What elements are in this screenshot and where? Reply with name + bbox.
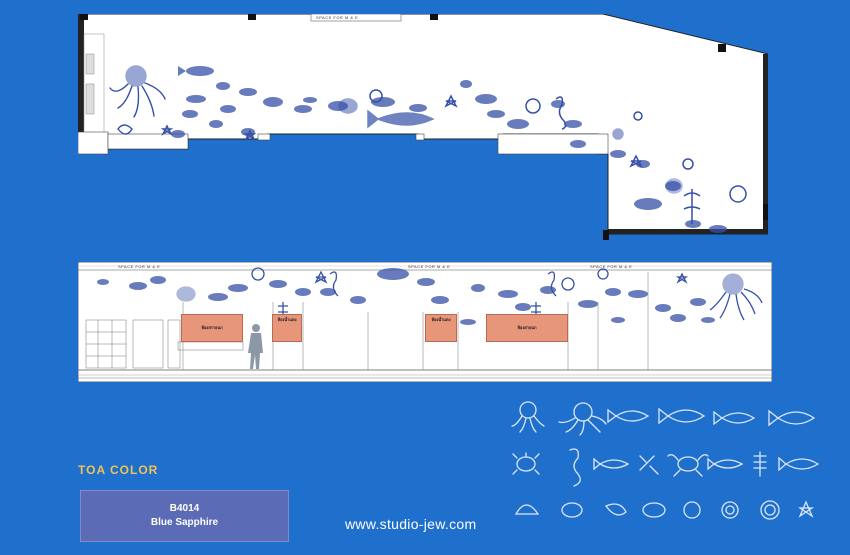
color-name: Blue Sapphire [150, 517, 219, 528]
color-swatch: B4014 Blue Sapphire [80, 490, 289, 542]
sea-creature-legend [508, 396, 828, 530]
palette-title: TOA COLOR [78, 463, 159, 477]
squid-icon [639, 455, 659, 475]
space-label-elev-1: SPACE FOR M & E [118, 264, 161, 269]
room-tag-3: ห้องน้ำแดง [425, 314, 457, 342]
starfish-icon [797, 500, 815, 518]
fish-icon-1 [607, 408, 650, 424]
floor-plan-drawing [78, 14, 768, 240]
space-label-elev-3: SPACE FOR M & E [590, 264, 633, 269]
shell-icon-3 [605, 503, 627, 516]
sea-creature-icons [511, 401, 820, 520]
shell-icon-2 [561, 502, 583, 518]
color-code: B4014 [169, 503, 200, 514]
room-tag-4: ห้องสายนก [486, 314, 568, 342]
room-tag-2: ห้องน้ำแดง [272, 314, 302, 342]
space-label-elev-2: SPACE FOR M & E [408, 264, 451, 269]
crab-icon [667, 454, 709, 477]
shell-icon-6 [721, 501, 739, 519]
turtle-icon [512, 452, 540, 475]
room-tag-1: ห้องสรายนก [181, 314, 243, 342]
small-fish-icon [593, 457, 630, 471]
website-url[interactable]: www.studio-jew.com [345, 516, 477, 532]
shell-icon-1 [514, 504, 540, 515]
fish-icon-4 [768, 409, 816, 427]
fish-icon-3 [713, 410, 756, 426]
shell-icon-5 [683, 501, 701, 519]
floor-plan-panel: SPACE FOR M & E [78, 14, 768, 244]
fish-icon-2 [658, 407, 706, 425]
space-label-top: SPACE FOR M & E [316, 15, 359, 20]
elevation-panel: SPACE FOR M & E SPACE FOR M & E SPACE FO… [78, 262, 772, 382]
shell-icon-7 [760, 500, 780, 520]
octopus-large-icon [558, 402, 607, 436]
fish-icon-5 [707, 457, 744, 471]
octopus-icon [511, 401, 545, 433]
fish-icon-6 [778, 456, 820, 472]
lobster-icon [753, 451, 767, 477]
shell-icon-4 [642, 502, 666, 518]
seahorse-icon [569, 448, 581, 487]
